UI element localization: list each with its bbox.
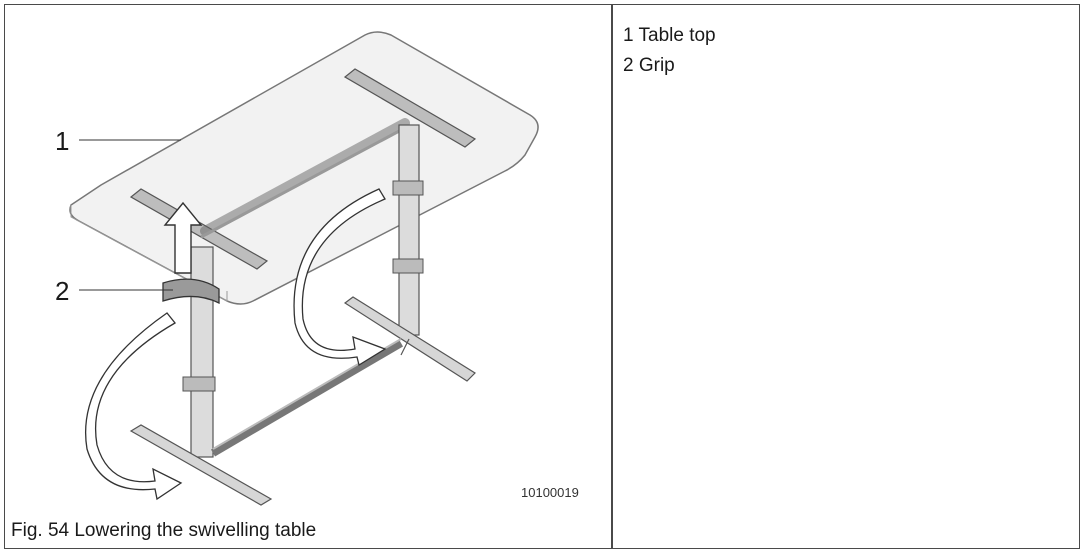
right-column — [398, 124, 420, 336]
figure-table: 1 2 10100019 Fig. 54 Lowering the swivel… — [4, 4, 1080, 549]
swivel-arrow-right — [293, 188, 387, 367]
figure-pane: 1 2 10100019 Fig. 54 Lowering the swivel… — [5, 5, 611, 548]
top-rail-right — [343, 68, 477, 148]
left-column — [190, 246, 214, 458]
callout-2: 2 — [55, 276, 69, 306]
legend-item-table-top: 1 Table top — [623, 25, 716, 46]
legend-item-grip: 2 Grip — [623, 55, 675, 76]
figure-id: 10100019 — [521, 485, 579, 500]
swivel-arrow-left — [85, 312, 183, 501]
left-foot — [129, 424, 273, 506]
right-foot — [343, 296, 476, 382]
up-arrow — [163, 201, 203, 274]
top-rail-left — [129, 188, 269, 270]
grip — [162, 278, 220, 305]
figure-caption: Fig. 54 Lowering the swivelling table — [11, 520, 317, 541]
column-divider — [611, 5, 613, 548]
legend: 1 Table top 2 Grip — [623, 21, 716, 81]
callout-1: 1 — [55, 126, 69, 156]
table-illustration: 1 2 — [55, 31, 539, 506]
